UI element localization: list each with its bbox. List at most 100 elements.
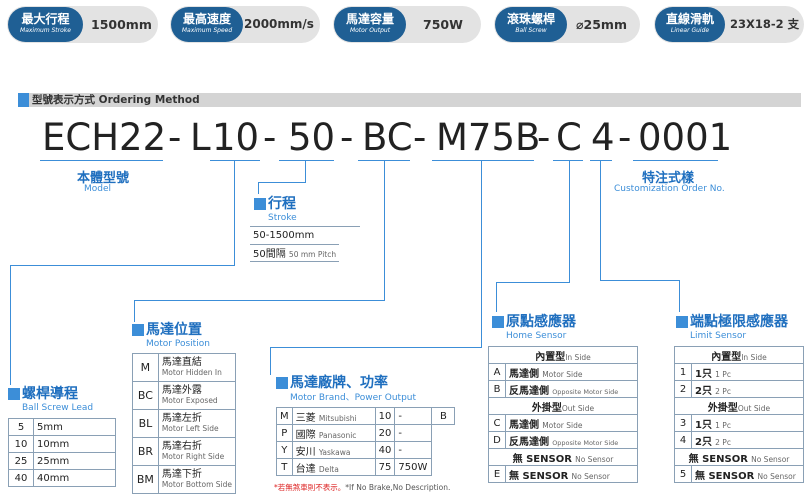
limit-zh: 無 SENSOR <box>695 470 755 482</box>
limit-nosensor-en: No Sensor <box>751 454 790 464</box>
motorpos-en: Motor Bottom Side <box>161 479 232 489</box>
limit-title: 端點極限感應器 <box>690 314 788 330</box>
home-zh: 馬達側 <box>509 419 539 431</box>
spec-label: 馬達容量 <box>345 12 394 26</box>
brand-power-code: 40 <box>374 441 396 459</box>
limit-outside: 外掛型 <box>707 402 738 414</box>
brand-power: - <box>394 424 433 442</box>
home-inside: 內置型 <box>535 351 566 363</box>
motorpos-code: M <box>132 353 159 382</box>
custom-label-en: Customization Order No. <box>614 184 725 194</box>
spec-value: ⌀25mm <box>576 17 627 32</box>
motorpos-code: BR <box>132 437 159 466</box>
limit-nosensor: 無 SENSOR <box>688 453 748 465</box>
lead-code: 5 <box>8 418 34 436</box>
brand-en: Delta <box>318 464 339 474</box>
motorpos-zh: 馬達左折 <box>161 412 202 424</box>
model-label-en: Model <box>84 184 112 194</box>
spec-label: 最高速度 <box>182 12 231 26</box>
lead-title: 螺桿導程 <box>22 386 78 402</box>
stroke-range: 50-1500mm <box>250 227 340 245</box>
code-home-sensor: C <box>556 116 582 159</box>
limit-code: 5 <box>674 465 692 483</box>
home-outside: 外掛型 <box>531 402 562 414</box>
home-code: C <box>488 414 506 432</box>
brand-power: 750W <box>394 458 433 476</box>
brand-zh: 安川 <box>295 446 316 458</box>
spec-label-en: Maximum Stroke <box>20 27 71 34</box>
home-inside-en: In Side <box>565 352 591 362</box>
stroke-pitch: 50間隔 <box>253 249 286 260</box>
code-lead: 10 <box>212 116 260 159</box>
lead-code: 40 <box>8 469 34 487</box>
home-en: Motor Side <box>542 420 583 430</box>
custom-label: 特注式樣 <box>642 171 695 186</box>
brand-power-code: 10 <box>374 407 396 425</box>
brand-code: Y <box>276 441 293 459</box>
motorpos-en: Motor Right Side <box>161 451 225 461</box>
motorpos-title-en: Motor Position <box>146 339 210 349</box>
brand-brake: B <box>431 407 456 425</box>
limit-title-en: Limit Sensor <box>690 331 747 341</box>
brand-brake <box>432 442 455 459</box>
home-en: No Sensor <box>571 471 610 481</box>
limit-outside-en: Out Side <box>737 403 771 413</box>
spec-label: 最大行程 <box>21 12 70 26</box>
brand-code: T <box>276 458 293 476</box>
stroke-title: 行程 <box>268 196 296 212</box>
limit-inside-en: In Side <box>741 352 767 362</box>
lead-value: 5mm <box>33 418 116 436</box>
motorpos-zh: 馬達直結 <box>161 356 202 368</box>
code-screw-type: L <box>190 116 211 159</box>
brand-power-code: 20 <box>374 424 396 442</box>
motorpos-code: BL <box>132 409 159 438</box>
brand-code: M <box>276 407 293 425</box>
lead-code: 10 <box>8 435 34 453</box>
lead-value: 40mm <box>33 469 116 487</box>
spec-value: 750W <box>423 17 463 32</box>
limit-en: No Sensor <box>757 471 796 481</box>
brand-power-code: 75 <box>374 458 396 476</box>
brand-note-en: *If No Brake,No Description. <box>345 483 451 492</box>
spec-label-en: Ball Screw <box>515 27 547 34</box>
home-code: E <box>488 465 506 483</box>
brand-code: P <box>276 424 293 442</box>
code-motor-brand: M75B <box>436 116 541 159</box>
motorpos-code: BC <box>132 381 159 410</box>
lead-value: 25mm <box>33 452 116 470</box>
spec-value: 2000mm/s <box>244 17 314 31</box>
brand-power: - <box>394 441 433 459</box>
brand-zh: 三菱 <box>295 412 316 424</box>
home-code: A <box>488 363 506 381</box>
home-nosensor-en: No Sensor <box>575 454 614 464</box>
brand-en: Panasonic <box>318 430 357 440</box>
home-zh: 馬達側 <box>509 368 539 380</box>
home-zh: 無 SENSOR <box>509 470 569 482</box>
limit-en: 1 Pc <box>715 420 731 430</box>
stroke-table: 50-1500mm 50間隔 50 mm Pitch <box>250 227 340 262</box>
ordering-heading: 型號表示方式 Ordering Method <box>18 93 801 107</box>
brand-note: *若無煞車則不表示。*If No Brake,No Description. <box>274 482 450 493</box>
code-limit-sensor: 4 <box>591 116 615 159</box>
brand-brake <box>432 425 455 442</box>
code-motor-position: BC <box>362 116 413 159</box>
spec-value: 1500mm <box>91 17 152 32</box>
home-nosensor: 無 SENSOR <box>512 453 572 465</box>
home-en: Opposite Motor Side <box>552 387 619 396</box>
limit-zh: 1只 <box>695 419 712 431</box>
brand-title-en: Motor Brand、Power Output <box>290 393 417 403</box>
home-title-en: Home Sensor <box>506 331 567 341</box>
limit-en: 2 Pc <box>715 386 731 396</box>
limit-code: 2 <box>674 380 692 398</box>
spec-label-en: Linear Guide <box>670 27 710 34</box>
code-dash: - <box>168 116 182 159</box>
model-label: 本體型號 <box>77 171 130 186</box>
stroke-title-en: Stroke <box>268 213 297 223</box>
code-model: ECH22 <box>42 116 167 159</box>
brand-title: 馬達廠牌、功率 <box>290 375 388 391</box>
